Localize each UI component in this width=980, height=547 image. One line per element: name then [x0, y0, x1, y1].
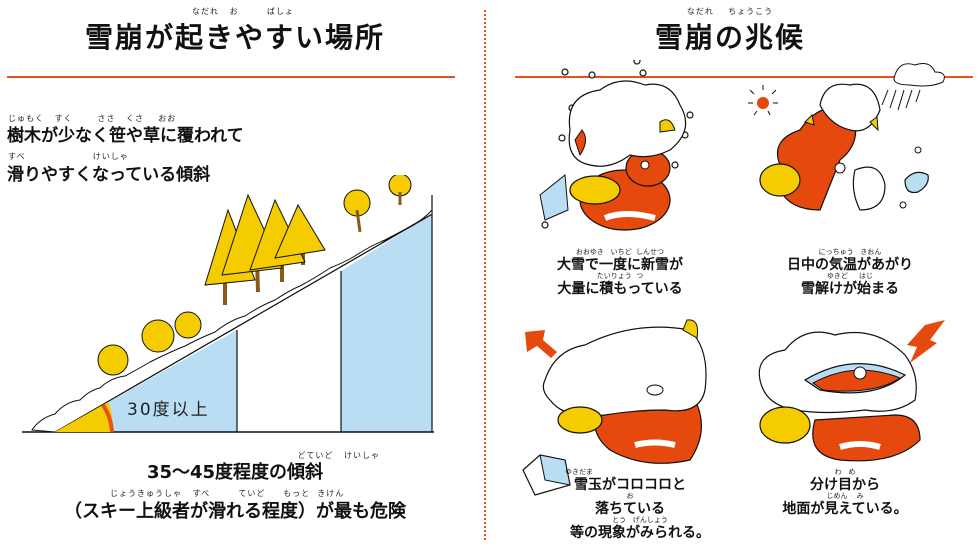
right-title-rule	[515, 76, 973, 78]
summary-line1: 35～45度程度の傾斜	[146, 462, 324, 483]
description-line2-ruby: すべ けいしゃ	[8, 152, 129, 161]
left-title: 雪崩が起きやすい場所	[84, 21, 385, 54]
right-title-ruby: なだれ ちょうこう	[686, 7, 774, 16]
sign4-line1: 分け目から	[810, 477, 880, 493]
snow-crack-icon	[758, 320, 945, 462]
sign3-ruby1: ゆきだま	[565, 468, 593, 476]
sign4-ruby2: じめん み	[826, 492, 864, 500]
sign2-line2: 雪解けが始まる	[801, 281, 899, 297]
description-line1-ruby: じゅもく すく ささ くさ おお	[8, 114, 177, 123]
sign3-ruby3: とう げんしょう	[612, 516, 668, 524]
left-title-rule	[7, 76, 455, 78]
sign4-line2: 地面が見えている。	[782, 501, 908, 517]
melting-snow-icon	[748, 63, 945, 211]
sign3-line2: 落ちている	[595, 501, 665, 517]
sign1-line1: 大雪で一度に新雪が	[557, 257, 683, 273]
sign2-line1: 日中の気温があがり	[787, 257, 913, 273]
sign2-ruby2: ゆきど はじ	[826, 272, 874, 280]
right-title: 雪崩の兆候	[654, 21, 805, 54]
sign1-ruby1: おおゆき いちど しんせつ	[575, 248, 665, 256]
rolling-snowball-icon	[522, 319, 707, 496]
panel-divider	[484, 10, 486, 540]
description-line1: 樹木が少なく笹や草に覆われて	[7, 126, 244, 146]
summary-line1-ruby: どていど けいしゃ	[297, 451, 380, 460]
summary-line2-ruby: じょうきゅうしゃ すべ ていど もっと きけん	[110, 489, 345, 498]
sign3-ruby2: お	[626, 492, 634, 500]
description-line2: 滑りやすくなっている傾斜	[7, 165, 211, 185]
sign3-line1: 雪玉がコロコロと	[574, 477, 686, 493]
heavy-snowfall-icon	[539, 60, 694, 231]
summary-line2: （スキー上級者が滑れる程度）が最も危険	[64, 501, 406, 522]
left-title-ruby: なだれ お ばしょ	[192, 7, 294, 16]
sign4-ruby1: わ め	[834, 468, 856, 476]
sign2-ruby1: にっちゅう きおん	[818, 248, 882, 256]
sign3-line3: 等の現象がみられる。	[570, 525, 710, 541]
angle-label: 30度以上	[127, 400, 210, 420]
sign1-ruby2: たいりょう つ	[596, 272, 644, 280]
sign1-line2: 大量に積もっている	[557, 281, 683, 297]
slope-illustration	[22, 175, 434, 433]
